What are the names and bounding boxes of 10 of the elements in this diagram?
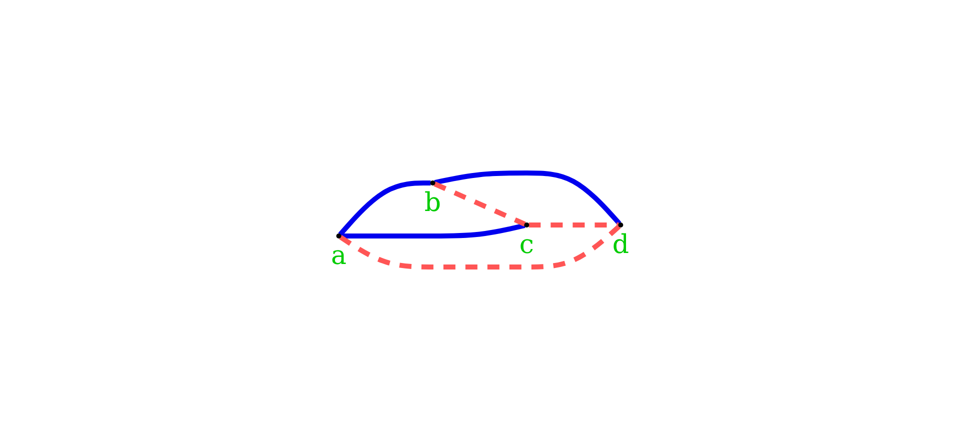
node-letter: a [332,241,347,272]
node-letter: b [424,188,442,218]
node-letter: c [520,230,534,260]
dashed-line [340,224,622,270]
dashed-line [529,222,620,228]
connector-line [434,170,622,226]
connector-line [338,180,432,236]
connector-line [341,223,526,239]
dashed-line [434,182,526,227]
node-letter: d [612,230,630,260]
